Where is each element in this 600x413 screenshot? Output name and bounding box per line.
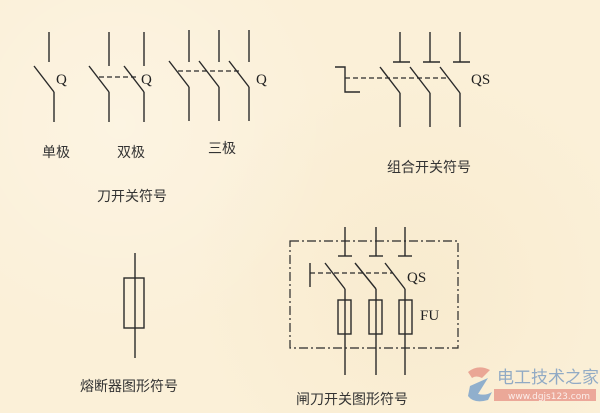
watermark: 电工技术之家 www.dgjs123.com xyxy=(468,367,599,402)
designator-label: Q xyxy=(56,72,67,88)
triple-pole-knife-switch-symbol: Q 三极 xyxy=(168,30,267,157)
single-pole-caption: 单极 xyxy=(42,145,70,161)
watermark-site-name: 电工技术之家 xyxy=(497,368,599,388)
switch-designator-label: QS xyxy=(407,270,426,286)
designator-label: QS xyxy=(471,72,490,88)
designator-label: Q xyxy=(141,72,152,88)
fused-knife-switch-caption: 闸刀开关图形符号 xyxy=(296,392,408,408)
watermark-url-bar xyxy=(494,389,596,401)
knife-switch-group-caption: 刀开关符号 xyxy=(97,189,167,205)
fuse-symbol: 熔断器图形符号 xyxy=(80,253,178,395)
combination-switch-symbol: QS 组合开关符号 xyxy=(335,32,490,176)
combination-switch-caption: 组合开关符号 xyxy=(387,160,471,176)
double-pole-knife-switch-symbol: Q 双极 xyxy=(88,32,152,161)
double-pole-caption: 双极 xyxy=(117,145,145,161)
designator-label: Q xyxy=(256,72,267,88)
watermark-url: www.dgjs123.com xyxy=(508,392,590,402)
site-logo-icon xyxy=(468,367,492,402)
fused-knife-switch-symbol: QS FU 闸刀开关图形符号 xyxy=(289,227,459,408)
single-pole-knife-switch-symbol: Q 单极 xyxy=(33,32,70,161)
fuse-designator-label: FU xyxy=(420,308,439,324)
fuse-caption: 熔断器图形符号 xyxy=(80,379,178,395)
triple-pole-caption: 三极 xyxy=(208,141,236,157)
